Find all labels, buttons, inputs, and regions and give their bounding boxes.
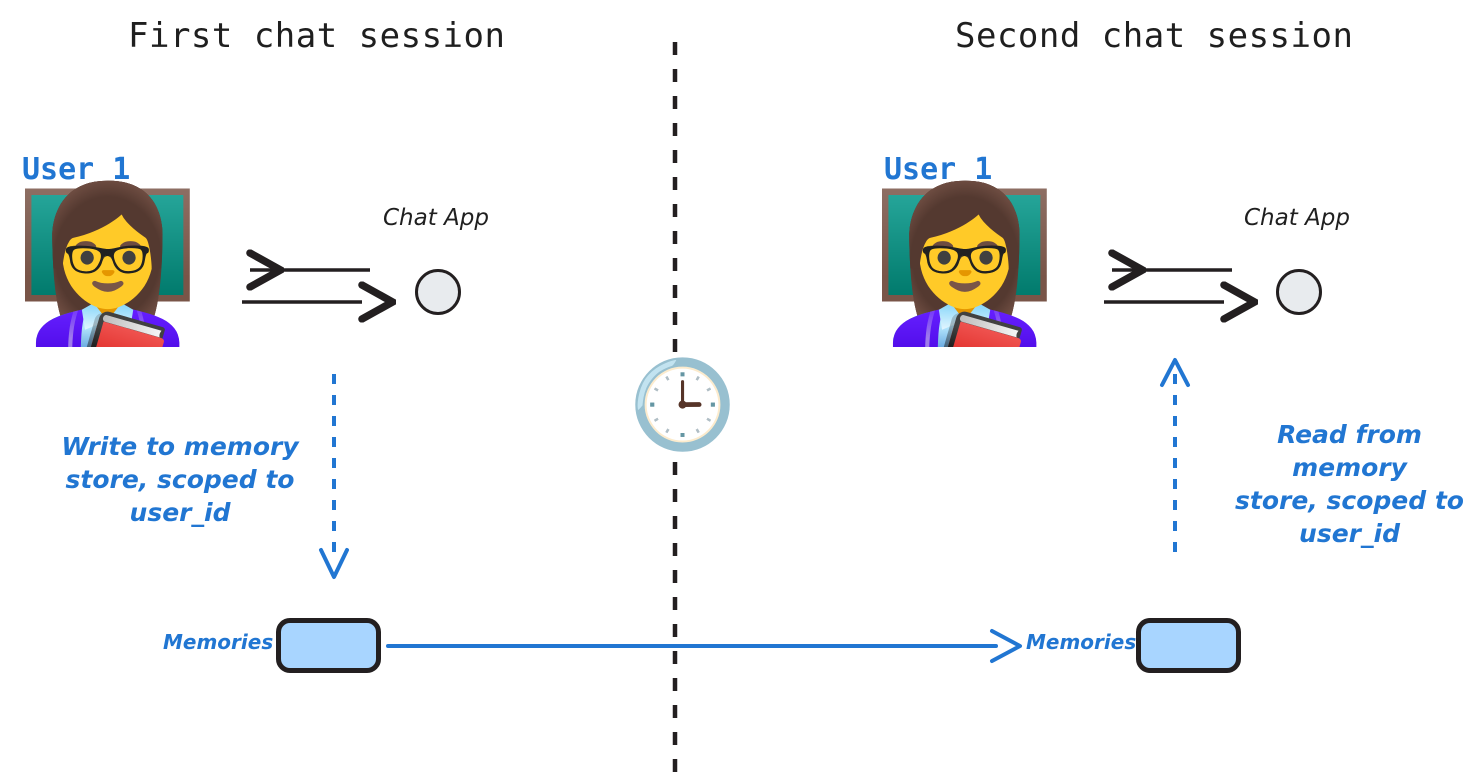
- memories-box-second[interactable]: [1136, 618, 1241, 673]
- avatar-user1-first: 👩‍🏫: [14, 178, 201, 352]
- read-arrow-second: [1154, 358, 1196, 560]
- session-title-second: Second chat session: [955, 16, 1354, 56]
- user-label-second: User 1: [884, 152, 993, 187]
- memories-label-first: Memories: [163, 630, 274, 654]
- avatar-user1-second: 👩‍🏫: [871, 178, 1058, 352]
- exchange-arrows-first: [236, 258, 376, 316]
- chat-app-node-second[interactable]: [1276, 269, 1322, 315]
- write-annotation-line-1: Write to memory: [61, 432, 299, 461]
- memory-transfer-arrow: [386, 628, 1028, 664]
- user-label-first: User 1: [22, 152, 131, 187]
- read-annotation-line-3: user_id: [1299, 519, 1400, 548]
- read-annotation-line-1: Read from memory: [1277, 420, 1422, 482]
- chat-app-label-second: Chat App: [1244, 205, 1350, 231]
- write-annotation-first: Write to memory store, scoped to user_id: [55, 430, 305, 529]
- memories-box-first[interactable]: [276, 618, 381, 673]
- memories-label-second: Memories: [1026, 630, 1137, 654]
- chat-app-node-first[interactable]: [415, 269, 461, 315]
- read-annotation-second: Read from memory store, scoped to user_i…: [1222, 418, 1477, 550]
- chat-app-label-first: Chat App: [383, 205, 489, 231]
- exchange-arrows-second: [1098, 258, 1238, 316]
- session-title-first: First chat session: [128, 16, 506, 56]
- write-annotation-line-2: store, scoped to: [65, 465, 295, 494]
- write-arrow-first: [313, 372, 355, 580]
- read-annotation-line-2: store, scoped to: [1235, 486, 1464, 515]
- write-annotation-line-3: user_id: [129, 498, 231, 527]
- clock-icon: 🕒: [629, 355, 737, 455]
